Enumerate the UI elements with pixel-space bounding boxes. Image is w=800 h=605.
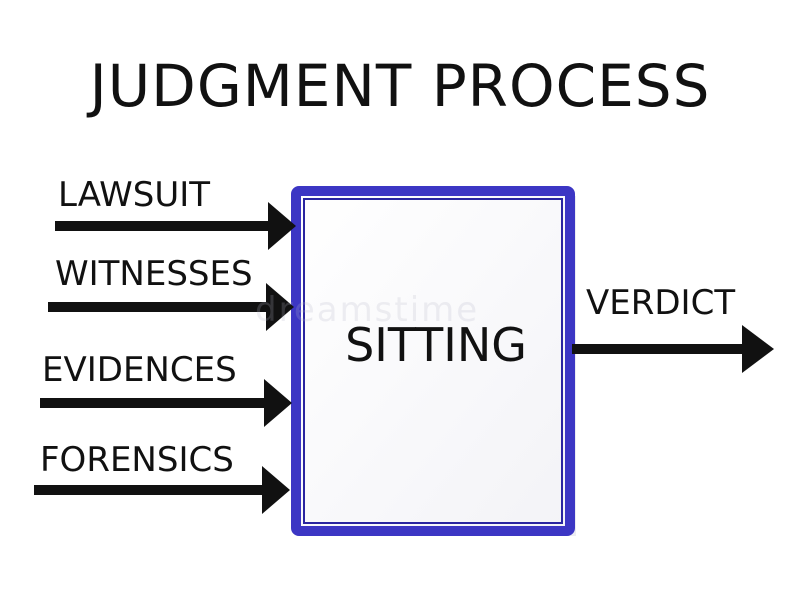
input-label-witnesses: WITNESSES: [55, 254, 253, 294]
watermark-text: dreamstime: [255, 290, 480, 330]
process-box-inner-edge: [303, 198, 563, 524]
arrow-verdict: [572, 325, 774, 373]
arrow-witnesses: [48, 283, 294, 331]
input-label-forensics: FORENSICS: [40, 440, 234, 480]
process-label: SITTING: [345, 318, 527, 372]
arrow-forensics: [34, 466, 290, 514]
input-label-lawsuit: LAWSUIT: [58, 175, 211, 215]
process-box: [291, 186, 575, 536]
input-label-evidences: EVIDENCES: [42, 350, 237, 390]
diagram-title: JUDGMENT PROCESS: [89, 52, 711, 120]
arrow-lawsuit: [55, 202, 296, 250]
output-label-verdict: VERDICT: [586, 283, 736, 323]
arrow-evidences: [40, 379, 292, 427]
